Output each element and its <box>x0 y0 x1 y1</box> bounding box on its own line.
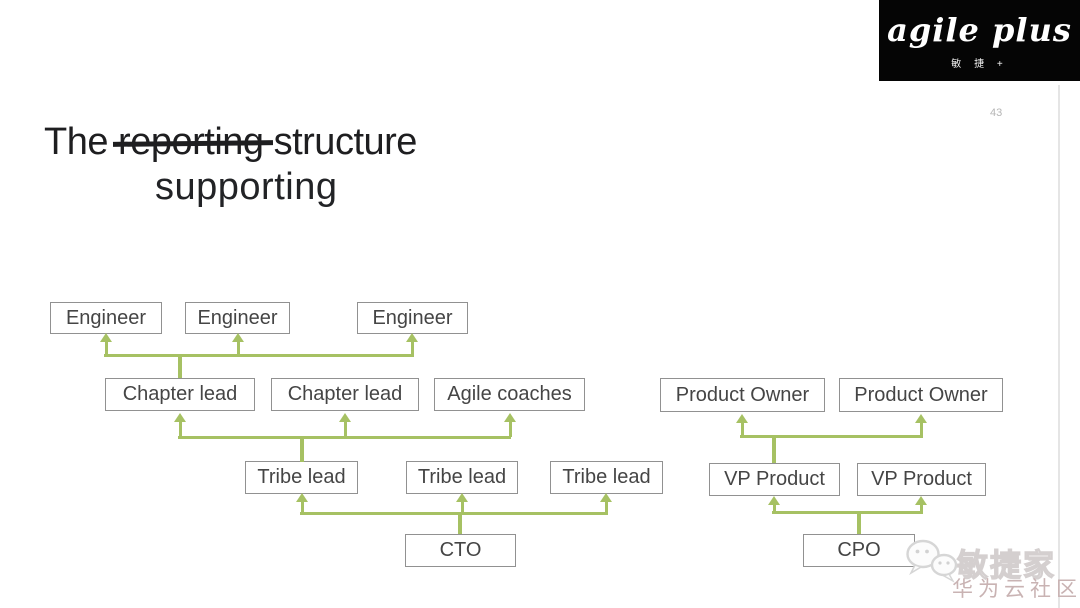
connector-stub <box>857 511 861 534</box>
connector-vline <box>604 501 608 513</box>
arrowhead-up-icon <box>174 413 186 422</box>
arrowhead-up-icon <box>915 414 927 423</box>
connector-stub <box>178 354 182 378</box>
node-chapter-lead-1: Chapter lead <box>105 378 255 411</box>
connector-vline <box>919 422 923 436</box>
connector-stub <box>772 435 776 463</box>
arrowhead-up-icon <box>456 493 468 502</box>
slide-edge-divider <box>1058 85 1060 608</box>
connector-vline <box>740 422 744 436</box>
arrowhead-up-icon <box>406 333 418 342</box>
logo-title: agile plus <box>887 10 1072 49</box>
arrowhead-up-icon <box>600 493 612 502</box>
node-cto: CTO <box>405 534 516 567</box>
connector-vline <box>343 421 347 437</box>
node-tribe-lead-1: Tribe lead <box>245 461 358 494</box>
watermark-community: 华为云社区 <box>952 578 1080 601</box>
connector-hline <box>104 354 414 357</box>
node-chapter-lead-2: Chapter lead <box>271 378 419 411</box>
wechat-icon <box>905 537 959 588</box>
connector-vline <box>919 504 923 512</box>
arrowhead-up-icon <box>100 333 112 342</box>
connector-stub <box>300 436 304 462</box>
page-title: The reporting structure <box>44 121 417 164</box>
node-cpo: CPO <box>803 534 915 567</box>
agile-plus-logo: agile plus 敏 捷 + <box>879 0 1080 81</box>
node-engineer-3: Engineer <box>357 302 468 334</box>
connector-hline <box>178 436 511 439</box>
connector-hline <box>740 435 923 438</box>
connector-vline <box>178 421 182 437</box>
connector-vline <box>300 501 304 513</box>
arrowhead-up-icon <box>339 413 351 422</box>
arrowhead-up-icon <box>915 496 927 505</box>
node-vp-product-2: VP Product <box>857 463 986 496</box>
watermark-name: 敏捷家 <box>956 547 1056 583</box>
node-vp-product-1: VP Product <box>709 463 840 496</box>
node-tribe-lead-2: Tribe lead <box>406 461 518 494</box>
struck-word: reporting <box>118 121 264 163</box>
connector-vline <box>508 421 512 437</box>
node-agile-coaches: Agile coaches <box>434 378 585 411</box>
node-tribe-lead-3: Tribe lead <box>550 461 663 494</box>
logo-subtitle: 敏 捷 + <box>951 58 1008 70</box>
node-product-owner-1: Product Owner <box>660 378 825 412</box>
arrowhead-up-icon <box>504 413 516 422</box>
connector-vline <box>460 501 464 513</box>
arrowhead-up-icon <box>296 493 308 502</box>
title-suffix: structure <box>273 121 418 163</box>
node-engineer-1: Engineer <box>50 302 162 334</box>
connector-vline <box>104 341 108 355</box>
title-prefix: The <box>44 121 108 163</box>
connector-vline <box>410 341 414 355</box>
connector-hline <box>300 512 608 515</box>
connector-vline <box>772 504 776 512</box>
connector-hline <box>772 511 923 514</box>
arrowhead-up-icon <box>768 496 780 505</box>
title-replacement-word: supporting <box>155 166 338 208</box>
connector-vline <box>236 341 240 355</box>
arrowhead-up-icon <box>232 333 244 342</box>
page-number: 43 <box>990 107 1003 119</box>
arrowhead-up-icon <box>736 414 748 423</box>
node-engineer-2: Engineer <box>185 302 290 334</box>
connector-stub <box>458 512 462 534</box>
node-product-owner-2: Product Owner <box>839 378 1003 412</box>
